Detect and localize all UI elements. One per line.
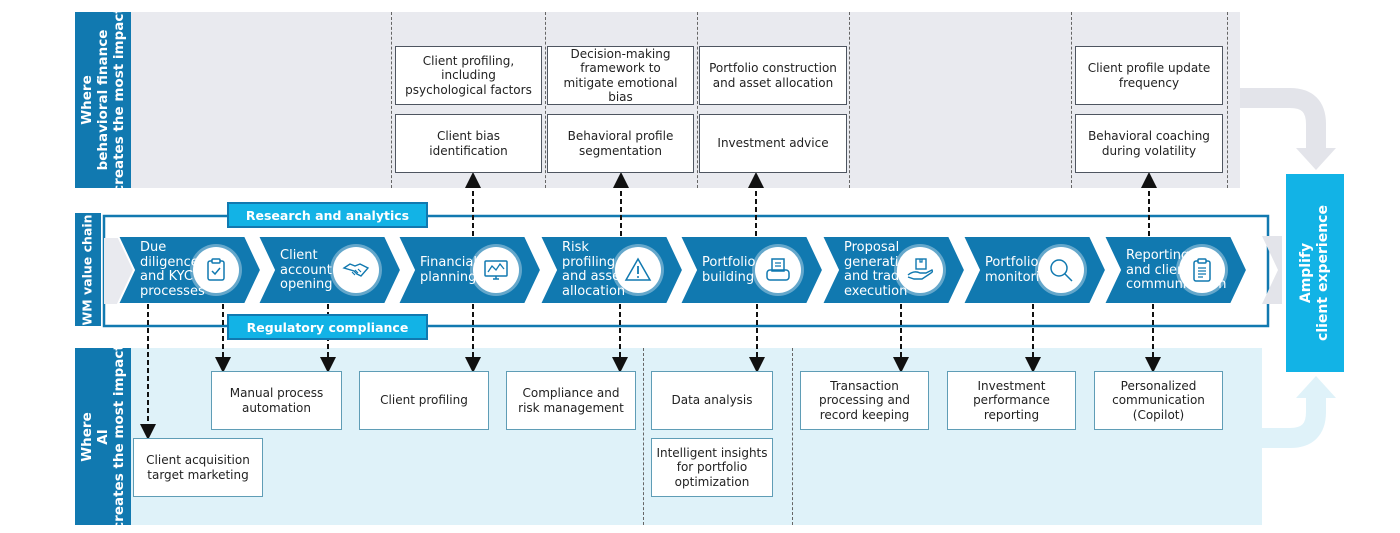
ai-box: Manual process automation	[211, 371, 342, 430]
divider	[792, 348, 793, 525]
amplify-text: Amplify client experience	[1298, 205, 1331, 341]
research-analytics-pill: Research and analytics	[227, 202, 428, 228]
amplify-client-experience: Amplify client experience	[1286, 174, 1344, 372]
behavioral-box: Client profile update frequency	[1075, 46, 1223, 105]
behavioral-box: Client profiling, including psychologica…	[395, 46, 542, 105]
stage-label: Client account opening	[280, 248, 333, 292]
stage-label: Portfolio building	[702, 255, 756, 285]
divider	[545, 12, 546, 188]
clipboard-list-icon	[1179, 247, 1225, 293]
ai-box: Data analysis	[651, 371, 773, 430]
value-chain-label: WM value chain	[75, 213, 101, 326]
printer-icon	[755, 247, 801, 293]
behavioral-box: Behavioral coaching during volatility	[1075, 114, 1223, 173]
divider	[1227, 12, 1228, 188]
ai-box: Client profiling	[359, 371, 489, 430]
behavioral-box: Behavioral profile segmentation	[547, 114, 694, 173]
ai-impact-label-text: Where AI creates the most impact	[79, 343, 127, 530]
divider	[849, 12, 850, 188]
ai-box: Investment performance reporting	[947, 371, 1076, 430]
behavioral-box: Portfolio construction and asset allocat…	[699, 46, 847, 105]
divider	[1071, 12, 1072, 188]
value-chain-exit-arrow	[1262, 236, 1282, 304]
ai-box: Personalized communication (Copilot)	[1094, 371, 1223, 430]
behavioral-box: Investment advice	[699, 114, 847, 173]
flow-arrow-ai-head	[1296, 376, 1336, 398]
behavioral-box: Client bias identification	[395, 114, 542, 173]
flow-arrow-ai	[1262, 396, 1326, 448]
hand-package-icon	[897, 247, 943, 293]
value-chain-label-text: WM value chain	[80, 213, 96, 326]
ai-box: Transaction processing and record keepin…	[800, 371, 929, 430]
chart-monitor-icon	[473, 247, 519, 293]
magnifier-icon	[1038, 247, 1084, 293]
ai-box: Client acquisition target marketing	[133, 438, 263, 497]
handshake-icon	[333, 247, 379, 293]
stage-label: Financial planning	[420, 255, 477, 285]
divider	[643, 348, 644, 525]
divider	[697, 12, 698, 188]
warning-triangle-icon	[615, 247, 661, 293]
stage-label: Due diligence and KYC processes	[140, 240, 205, 299]
behavioral-finance-label: Where behavioral finance creates the mos…	[75, 7, 131, 193]
ai-box: Compliance and risk management	[506, 371, 636, 430]
flow-arrow-behavioral	[1240, 88, 1326, 150]
clipboard-check-icon	[193, 247, 239, 293]
ai-impact-label: Where AI creates the most impact	[75, 344, 131, 529]
divider	[391, 12, 392, 188]
ai-box: Intelligent insights for portfolio optim…	[651, 438, 773, 497]
behavioral-box: Decision-making framework to mitigate em…	[547, 46, 694, 105]
stage-label: Proposal generation and trade execution	[844, 240, 915, 299]
regulatory-compliance-pill: Regulatory compliance	[227, 314, 428, 340]
behavioral-finance-label-text: Where behavioral finance creates the mos…	[79, 7, 127, 193]
flow-arrow-behavioral-head	[1296, 148, 1336, 170]
